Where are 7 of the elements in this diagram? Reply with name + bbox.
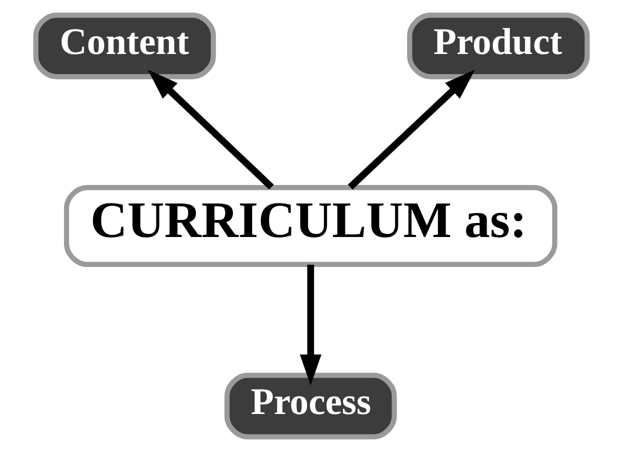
node-box: Product — [407, 12, 590, 80]
node-box: CURRICULUM as: — [64, 185, 558, 267]
arrow — [148, 70, 274, 190]
node-box: Process — [224, 372, 397, 440]
arrow — [348, 70, 475, 190]
arrow — [300, 264, 322, 386]
node-box: Content — [33, 12, 216, 80]
